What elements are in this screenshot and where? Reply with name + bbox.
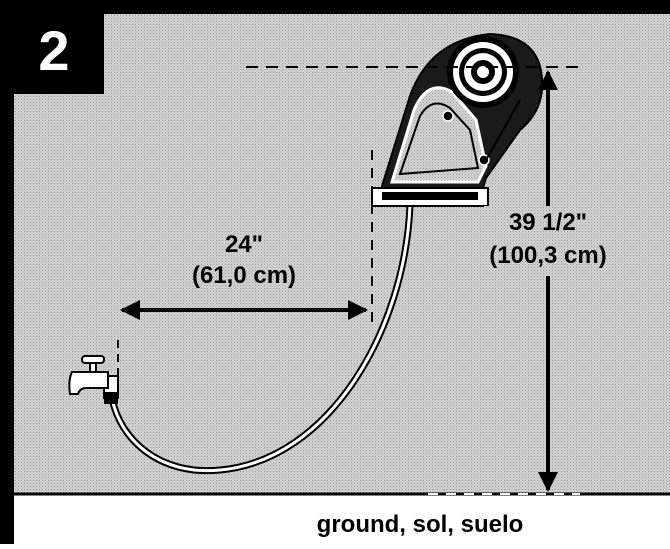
vertical-label-backdrop <box>484 206 618 276</box>
horizontal-dimension-inches: 24" <box>225 231 263 258</box>
ground-strip <box>14 494 670 544</box>
step-number: 2 <box>38 19 69 82</box>
horizontal-dimension-cm: (61,0 cm) <box>192 262 296 289</box>
vertical-dimension-inches: 39 1/2" <box>509 209 587 236</box>
hose-reel-cart-icon <box>371 32 544 207</box>
vertical-dimension-cm: (100,3 cm) <box>489 242 606 269</box>
faucet-icon <box>68 355 119 404</box>
step-badge <box>0 0 104 94</box>
ground-label: ground, sol, suelo <box>317 511 524 538</box>
